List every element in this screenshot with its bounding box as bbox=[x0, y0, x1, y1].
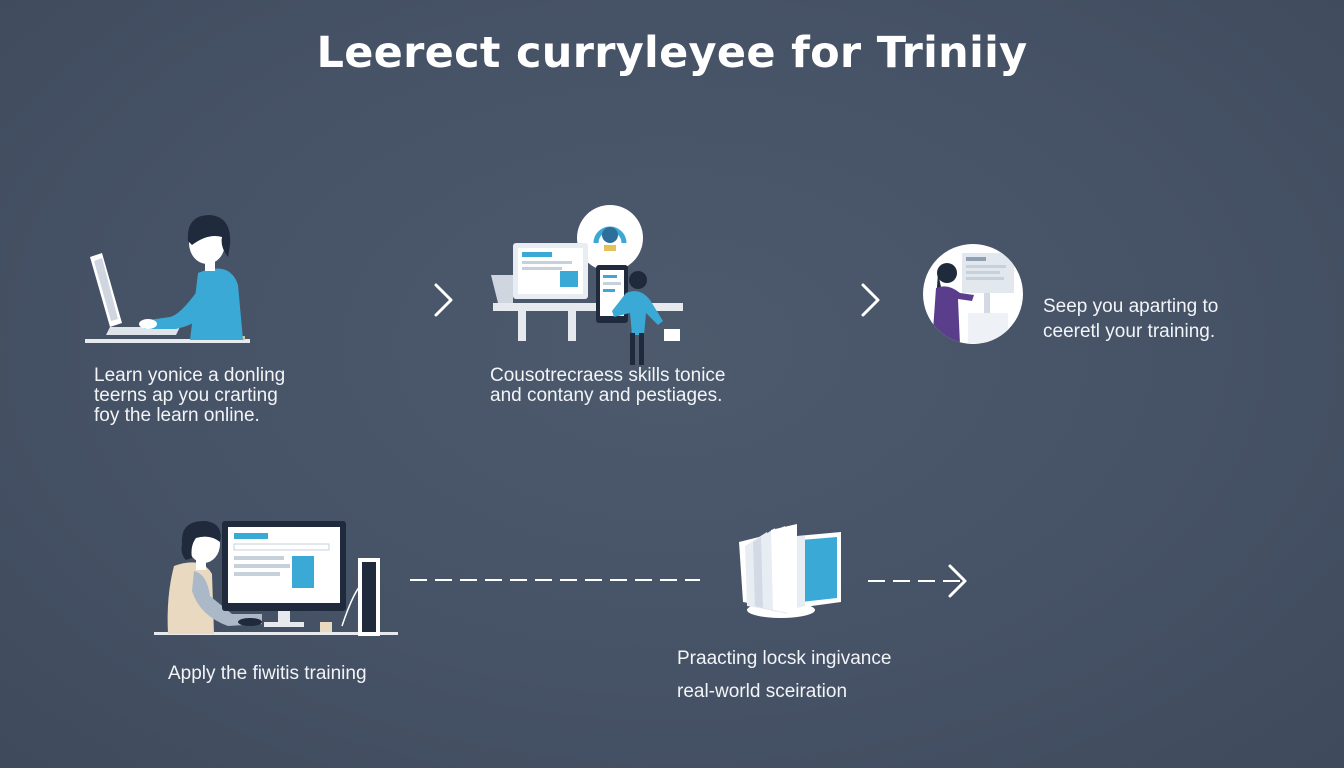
person-screen-circle-illustration bbox=[923, 244, 1023, 344]
step-2-line-1: Cousotrecraess skills tonice bbox=[490, 365, 726, 386]
chevron-right-icon bbox=[434, 283, 453, 317]
step-5-caption: Praacting locsk ingivance real-world sce… bbox=[677, 642, 891, 708]
page-title: Leerect curryleyee for Triniiy bbox=[316, 28, 1028, 78]
step-3-line-1: Seep you aparting to bbox=[1043, 296, 1219, 317]
book-pages-illustration bbox=[739, 524, 841, 618]
step-3-line-2: ceeretl your training. bbox=[1043, 321, 1216, 342]
step-5-line-2: real-world sceiration bbox=[677, 681, 848, 702]
person-laptop-illustration bbox=[85, 215, 250, 343]
monitor-lightbulb-illustration bbox=[491, 205, 683, 365]
dashed-connector bbox=[410, 579, 700, 581]
step-1-caption: Learn yonice a donling teerns ap you cra… bbox=[94, 366, 285, 426]
step-2-caption: Cousotrecraess skills tonice and contany… bbox=[490, 366, 725, 406]
chevron-right-icon bbox=[861, 283, 880, 317]
step-1-line-2: teerns ap you crarting bbox=[94, 385, 278, 406]
person-desktop-illustration bbox=[154, 520, 398, 636]
step-4-line-1: Apply the fiwitis training bbox=[168, 663, 367, 684]
step-1-line-3: foy the learn online. bbox=[94, 405, 260, 426]
step-4-caption: Apply the fiwitis training bbox=[168, 664, 367, 684]
step-2-line-2: and contany and pestiages. bbox=[490, 385, 723, 406]
step-5-line-1: Praacting locsk ingivance bbox=[677, 648, 892, 669]
step-1-line-1: Learn yonice a donling bbox=[94, 365, 286, 386]
dashed-arrow-icon bbox=[868, 564, 967, 598]
step-3-caption: Seep you aparting to ceeretl your traini… bbox=[1043, 294, 1218, 344]
